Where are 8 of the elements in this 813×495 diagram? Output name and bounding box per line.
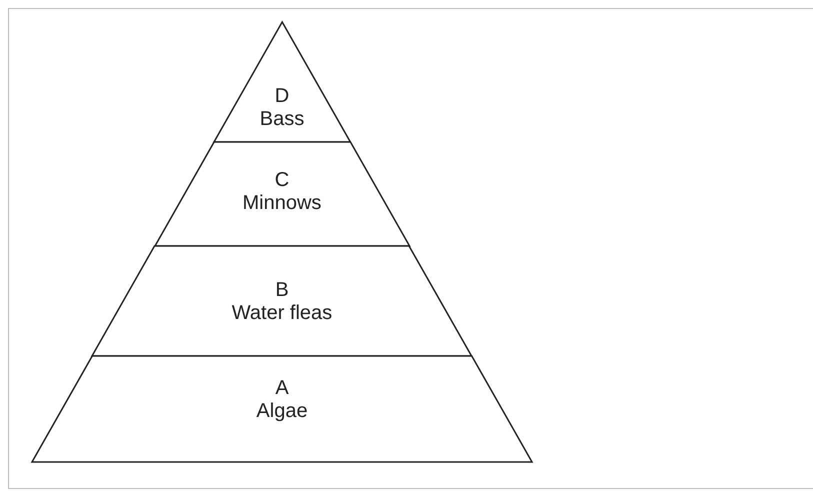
level-letter: C <box>274 169 290 192</box>
level-label: Minnows <box>242 192 322 215</box>
level-label: Water fleas <box>232 302 332 325</box>
level-letter: B <box>275 279 289 302</box>
level-label: Bass <box>260 108 304 131</box>
level-letter: D <box>274 85 290 108</box>
level-label: Algae <box>256 400 308 423</box>
level-letter: A <box>275 377 289 400</box>
